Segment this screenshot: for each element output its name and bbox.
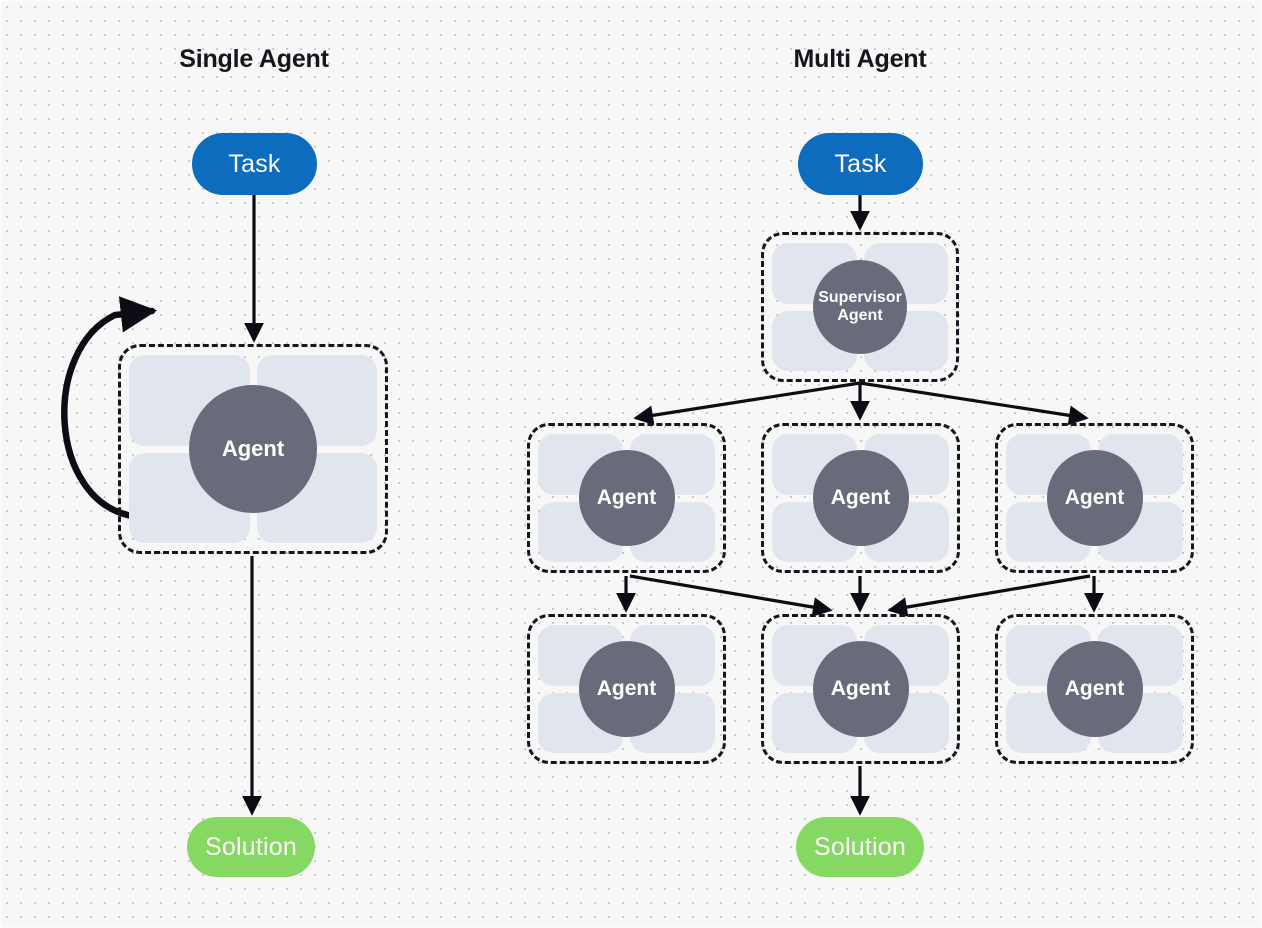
single-agent-task-node[interactable]: Task bbox=[192, 133, 317, 195]
worker-agent-node-right[interactable]: Agent bbox=[995, 423, 1194, 573]
subworker-agent-label-right: Agent bbox=[1064, 677, 1125, 701]
supervisor-agent-node[interactable]: Supervisor Agent bbox=[761, 232, 959, 382]
worker-agent-label-left: Agent bbox=[596, 486, 657, 510]
edge-worker-left-to-sub-center bbox=[629, 574, 833, 617]
single-agent-label: Agent bbox=[221, 435, 285, 461]
worker-agent-node-left[interactable]: Agent bbox=[527, 423, 726, 573]
supervisor-agent-label-line1: Supervisor bbox=[818, 289, 902, 307]
multi-agent-solution-node[interactable]: Solution bbox=[796, 817, 924, 877]
multi-agent-task-label: Task bbox=[834, 149, 887, 178]
subworker-agent-label-left: Agent bbox=[596, 677, 657, 701]
single-agent-solution-label: Solution bbox=[205, 832, 297, 861]
single-agent-task-label: Task bbox=[228, 149, 281, 178]
supervisor-agent-label-line2: Agent bbox=[837, 307, 883, 324]
subworker-agent-label-center: Agent bbox=[830, 677, 891, 701]
subworker-agent-circle-left[interactable]: Agent bbox=[578, 641, 675, 737]
subworker-agent-node-left[interactable]: Agent bbox=[527, 614, 726, 764]
multi-agent-solution-label: Solution bbox=[814, 832, 906, 861]
single-agent-node[interactable]: Agent bbox=[118, 344, 388, 554]
subworker-agent-circle-center[interactable]: Agent bbox=[812, 641, 909, 737]
edge-supervisor-to-worker-right bbox=[859, 381, 1089, 426]
subworker-agent-node-center[interactable]: Agent bbox=[761, 614, 960, 764]
worker-agent-circle-left[interactable]: Agent bbox=[578, 450, 675, 546]
single-agent-circle[interactable]: Agent bbox=[189, 385, 317, 513]
worker-agent-circle-right[interactable]: Agent bbox=[1046, 450, 1143, 546]
multi-agent-task-node[interactable]: Task bbox=[798, 133, 923, 195]
single-agent-solution-node[interactable]: Solution bbox=[187, 817, 315, 877]
title-single-agent: Single Agent bbox=[179, 45, 329, 73]
supervisor-agent-circle[interactable]: Supervisor Agent bbox=[813, 260, 907, 354]
subworker-agent-node-right[interactable]: Agent bbox=[995, 614, 1194, 764]
worker-agent-label-right: Agent bbox=[1064, 486, 1125, 510]
subworker-agent-circle-right[interactable]: Agent bbox=[1046, 641, 1143, 737]
edge-worker-right-to-sub-center bbox=[887, 574, 1091, 617]
edge-supervisor-to-worker-left bbox=[633, 381, 861, 426]
worker-agent-circle-center[interactable]: Agent bbox=[812, 450, 909, 546]
worker-agent-label-center: Agent bbox=[830, 486, 891, 510]
worker-agent-node-center[interactable]: Agent bbox=[761, 423, 960, 573]
title-multi-agent: Multi Agent bbox=[793, 45, 927, 73]
supervisor-agent-label: Supervisor Agent bbox=[818, 289, 902, 325]
